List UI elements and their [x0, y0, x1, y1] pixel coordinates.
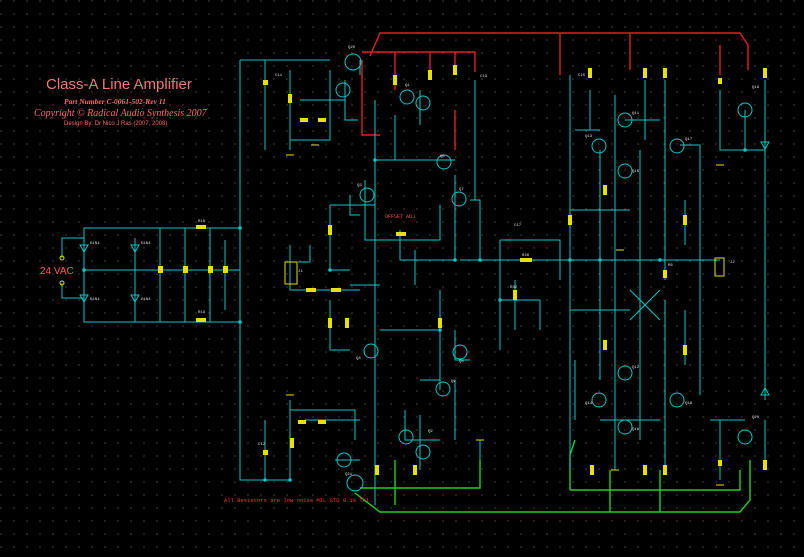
- svg-text:R6: R6: [668, 264, 673, 268]
- offset-adjust-label: OFFSET ADJ: [385, 214, 416, 220]
- svg-text:Q14: Q14: [585, 402, 593, 406]
- page-title: Class-A Line Amplifier: [46, 76, 192, 93]
- svg-text:Q20: Q20: [752, 416, 760, 420]
- svg-text:D1N4: D1N4: [90, 242, 100, 246]
- svg-text:Q12: Q12: [632, 366, 640, 370]
- svg-text:C17: C17: [514, 224, 522, 228]
- svg-text:Q13: Q13: [585, 135, 593, 139]
- svg-text:Q21: Q21: [345, 473, 353, 477]
- svg-text:C12: C12: [258, 443, 266, 447]
- svg-text:R26: R26: [522, 254, 530, 258]
- svg-text:R18: R18: [198, 220, 206, 224]
- svg-text:Q1: Q1: [405, 84, 410, 88]
- svg-text:Q5: Q5: [440, 155, 445, 159]
- svg-text:Q7: Q7: [459, 188, 464, 192]
- svg-text:Q8: Q8: [459, 360, 464, 364]
- bridge-rectifier: [79, 141, 770, 396]
- svg-text:D1N4: D1N4: [141, 242, 151, 246]
- passive-components: [158, 65, 767, 475]
- svg-text:Q17: Q17: [685, 138, 693, 142]
- positive-rail: [361, 32, 749, 150]
- negative-rail: [354, 439, 751, 513]
- svg-text:Q2: Q2: [428, 430, 433, 434]
- signal-wiring: [61, 59, 766, 505]
- svg-text:J1: J1: [298, 270, 303, 274]
- designer-credit: Design By: Dr Nico J Ras (2007, 2008): [64, 121, 168, 127]
- resistor-note: All Resistors are low noise MIL-STD 0.1%…: [224, 497, 373, 504]
- svg-text:Q19: Q19: [752, 86, 760, 90]
- junctions: [82, 148, 747, 482]
- svg-text:C15: C15: [578, 74, 586, 78]
- svg-text:C11: C11: [275, 74, 283, 78]
- svg-text:D1N4: D1N4: [141, 298, 151, 302]
- svg-text:C13: C13: [480, 75, 488, 79]
- svg-text:R32: R32: [510, 286, 518, 290]
- svg-text:Q15: Q15: [632, 170, 640, 174]
- svg-text:Q16: Q16: [632, 428, 640, 432]
- svg-text:Q20: Q20: [348, 46, 356, 50]
- svg-text:Q11: Q11: [632, 112, 640, 116]
- ground-symbols: [286, 144, 724, 486]
- svg-text:Q3: Q3: [357, 184, 362, 188]
- transistors: [335, 53, 753, 492]
- svg-text:R19: R19: [198, 311, 206, 315]
- svg-text:J2: J2: [730, 261, 735, 265]
- svg-text:D1N4: D1N4: [90, 298, 100, 302]
- part-number: Part Number C-0061-502-Rev 11: [64, 97, 166, 106]
- svg-text:Q4: Q4: [356, 357, 361, 361]
- svg-text:Q18: Q18: [685, 402, 693, 406]
- svg-text:Q9: Q9: [451, 380, 456, 384]
- copyright-line: Copyright © Radical Audio Synthesis 2007: [34, 108, 207, 119]
- connectors: [59, 255, 725, 286]
- input-voltage-label: 24 VAC: [40, 266, 74, 277]
